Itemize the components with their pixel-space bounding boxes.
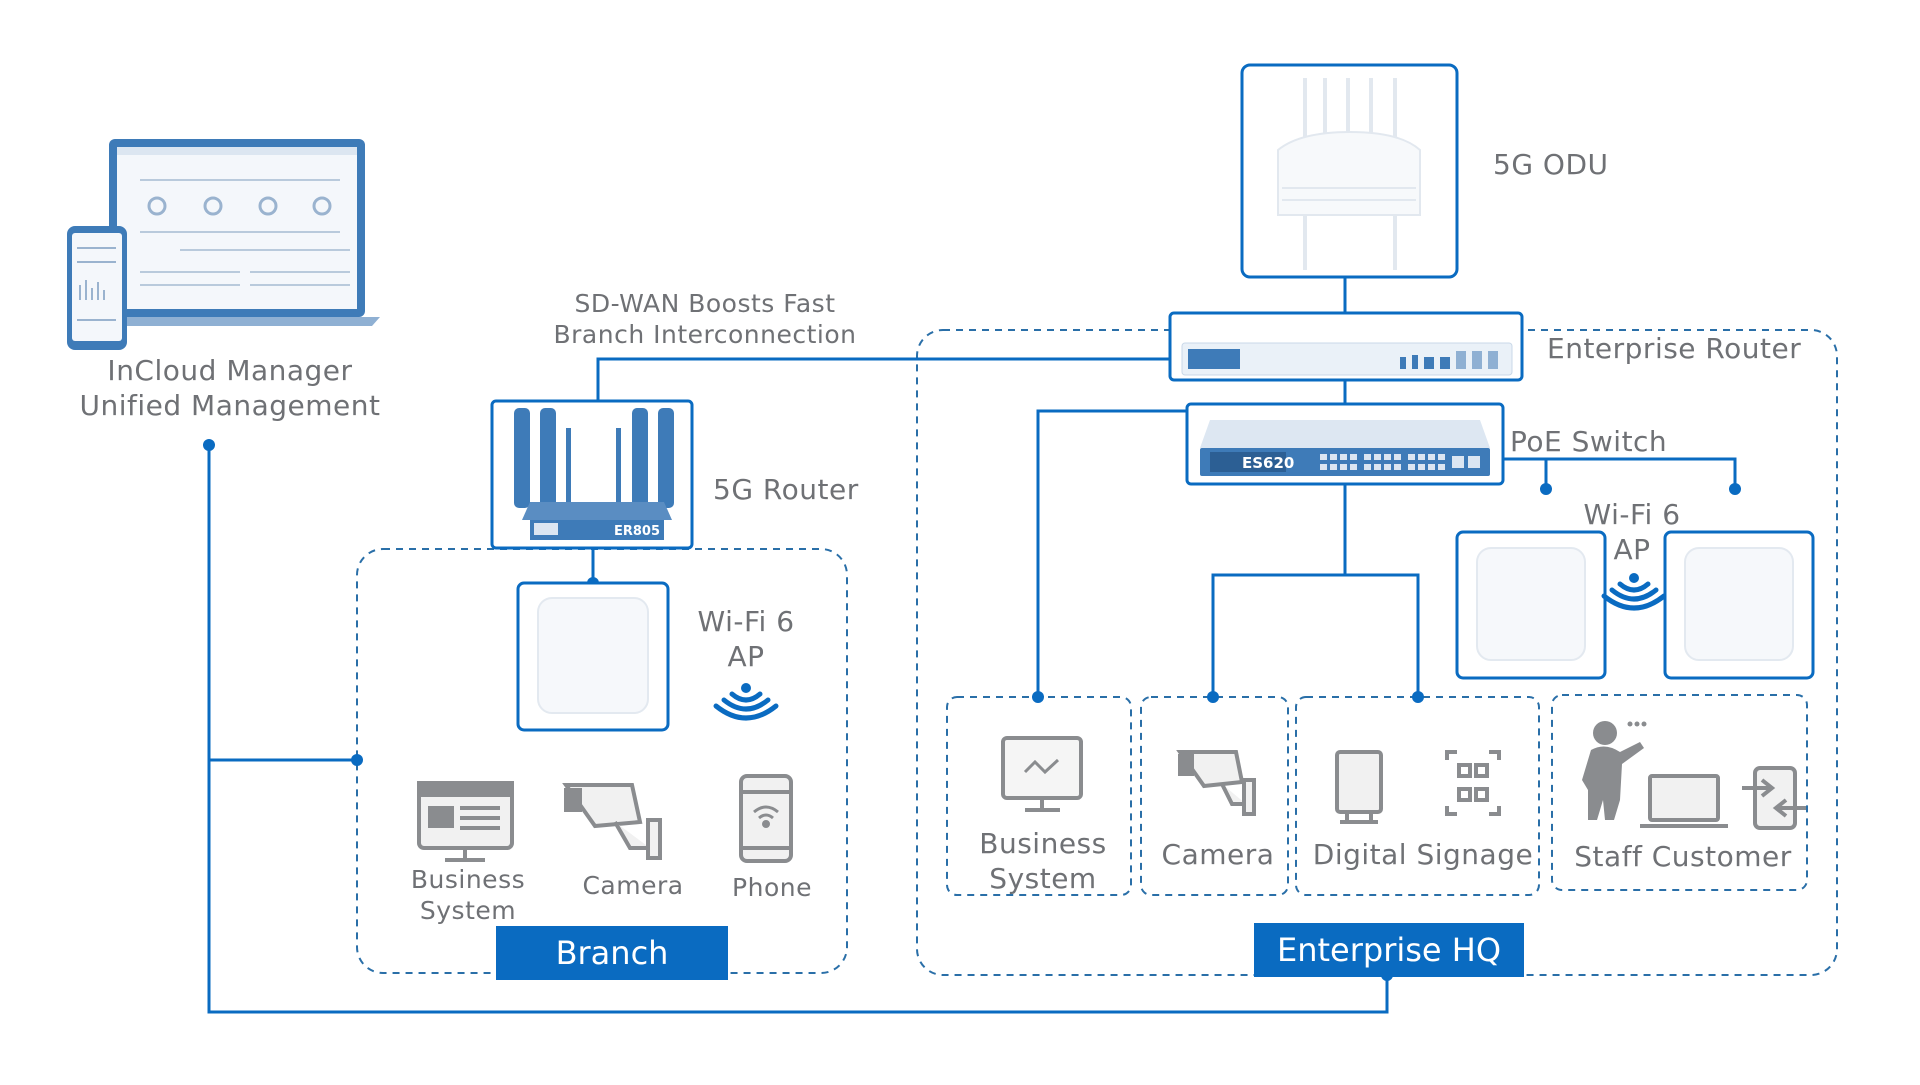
hq-ap2-icon: [1684, 547, 1794, 661]
hq-signage-box: [1295, 696, 1540, 896]
branch-endpoint-business: Business System: [411, 864, 525, 927]
laptop-icon: [94, 139, 380, 326]
router-5g-label: 5G Router: [713, 473, 859, 506]
branch-endpoint-camera: Camera: [582, 871, 684, 900]
hq-wifi-signal-icon: [1601, 573, 1667, 611]
branch-tag: Branch: [496, 926, 728, 980]
hq-endpoint-business-line2: System: [989, 862, 1097, 895]
branch-wifi-signal-icon: [713, 683, 779, 721]
hq-staff-box: [1551, 694, 1808, 891]
smartphone-icon: [67, 226, 127, 350]
odu-device-icon: [1277, 78, 1421, 270]
hq-wifi-label-line2: AP: [1613, 533, 1651, 566]
switch-model-text: ES620: [1242, 454, 1294, 472]
hq-ap1-icon: [1476, 547, 1586, 661]
hq-wifi-ap-label: Wi-Fi 6 AP: [1583, 497, 1680, 567]
branch-phone-icon: [739, 774, 793, 863]
incloud-label-line1: InCloud Manager: [107, 354, 353, 387]
hq-wifi-label-line1: Wi-Fi 6: [1583, 498, 1681, 531]
hq-digital-signage-icon: [1335, 750, 1383, 824]
poe-switch-icon: ES620: [1200, 420, 1490, 476]
branch-wifi-label-line1: Wi-Fi 6: [697, 605, 795, 638]
sdwan-label-line2: Branch Interconnection: [553, 320, 857, 350]
branch-ap-icon: [537, 597, 649, 714]
enterprise-router-icon: [1181, 342, 1513, 376]
branch-endpoint-business-line2: System: [419, 896, 517, 926]
incloud-manager-label: InCloud Manager Unified Management: [79, 353, 380, 423]
branch-business-system-icon: [417, 781, 514, 862]
incloud-label-line2: Unified Management: [79, 389, 381, 422]
hq-endpoint-camera: Camera: [1161, 838, 1275, 871]
hq-endpoint-staff-customer: Staff Customer: [1574, 840, 1792, 873]
branch-camera-icon: [562, 783, 662, 860]
hq-staff-person-icon: [1582, 721, 1647, 820]
hq-business-system-icon: [1001, 736, 1083, 812]
branch-endpoint-phone: Phone: [732, 873, 812, 902]
hq-qr-scanner-icon: [1445, 750, 1501, 816]
hq-endpoint-signage: Digital Signage: [1312, 838, 1534, 871]
router-5g-icon: ER805: [514, 408, 674, 540]
enterprise-hq-tag: Enterprise HQ: [1254, 923, 1524, 977]
branch-endpoint-business-line1: Business: [410, 865, 526, 894]
branch-wifi-ap-label: Wi-Fi 6 AP: [697, 604, 794, 674]
router-model-text: ER805: [614, 524, 660, 539]
branch-wifi-label-line2: AP: [727, 640, 765, 673]
hq-endpoint-business: Business System: [979, 826, 1106, 896]
poe-switch-label: PoE Switch: [1510, 425, 1668, 458]
odu-label: 5G ODU: [1493, 148, 1609, 181]
hq-endpoint-business-line1: Business: [979, 827, 1107, 860]
sdwan-label-line1: SD-WAN Boosts Fast: [574, 289, 836, 318]
hq-tablet-transfer-icon: [1742, 766, 1806, 830]
hq-laptop-icon: [1640, 774, 1728, 828]
sdwan-label: SD-WAN Boosts Fast Branch Interconnectio…: [553, 288, 856, 351]
hq-camera-icon: [1176, 750, 1256, 816]
enterprise-router-label: Enterprise Router: [1547, 332, 1802, 365]
